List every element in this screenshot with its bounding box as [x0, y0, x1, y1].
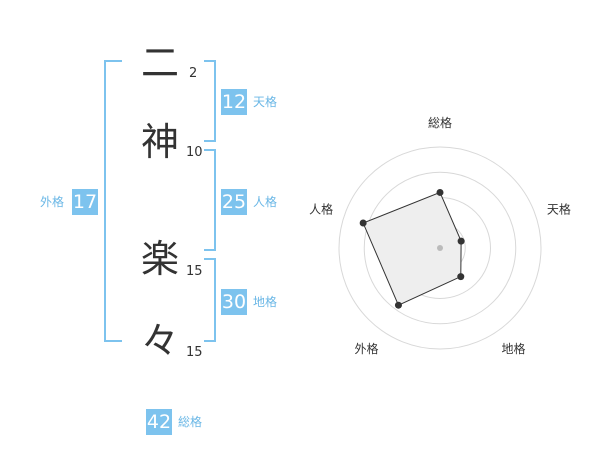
radar-point	[457, 273, 465, 281]
name-char-2: 神	[141, 120, 180, 164]
jinkaku-value-badge: 25	[221, 189, 247, 215]
radar-axis-label: 総格	[428, 115, 452, 130]
chikaku-bracket	[204, 258, 216, 342]
stroke-count-1: 2	[189, 66, 198, 81]
radar-point	[394, 301, 402, 309]
radar-axis-label: 地格	[501, 341, 525, 356]
radar-area	[362, 191, 462, 306]
radar-axis-label: 外格	[355, 341, 379, 356]
jinkaku-label: 人格	[253, 195, 278, 209]
chikaku-value-badge: 30	[221, 289, 247, 315]
stroke-count-4: 15	[186, 345, 203, 360]
radar-point	[457, 237, 465, 245]
name-char-1: 二	[141, 41, 180, 85]
radar-point	[436, 188, 444, 196]
jinkaku-bracket	[204, 149, 216, 251]
soukaku-value-badge: 42	[146, 409, 172, 435]
tenkaku-label: 天格	[253, 95, 278, 109]
tenkaku-bracket	[204, 60, 216, 142]
gaikaku-bracket	[104, 60, 122, 342]
radar-axis-label: 天格	[547, 201, 571, 216]
radar-center-dot	[437, 245, 443, 251]
stroke-count-2: 10	[186, 145, 203, 160]
tenkaku-value-badge: 12	[221, 89, 247, 115]
soukaku-label: 総格	[178, 415, 203, 429]
name-char-4: 々	[141, 319, 180, 363]
gaikaku-value-badge: 17	[72, 189, 98, 215]
radar-ring	[363, 171, 517, 325]
radar-point	[359, 219, 367, 227]
chikaku-label: 地格	[253, 295, 278, 309]
radar-axis-label: 人格	[309, 201, 333, 216]
name-char-3: 楽	[141, 237, 180, 281]
radar-ring	[338, 146, 542, 350]
gaikaku-label: 外格	[40, 195, 65, 209]
stroke-count-3: 15	[186, 264, 203, 279]
